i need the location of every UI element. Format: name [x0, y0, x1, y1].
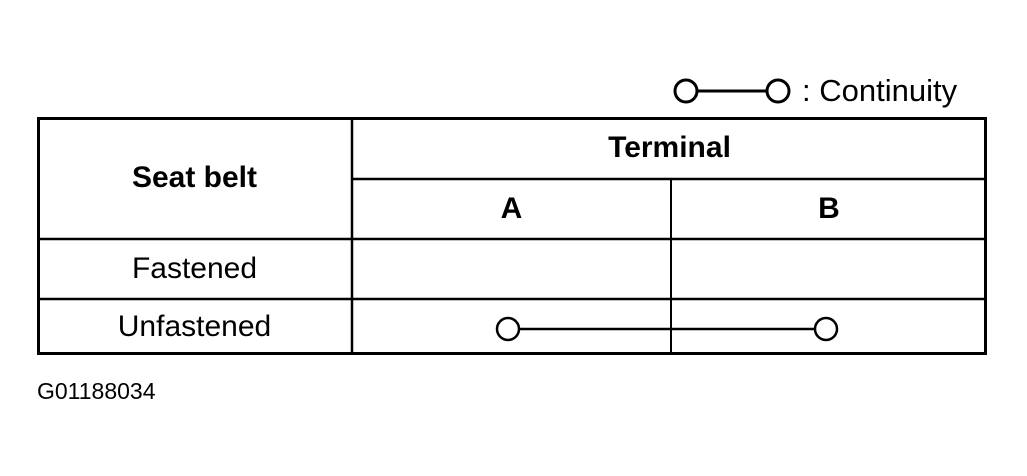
figure-code: G01188034 [37, 378, 156, 404]
table-grid [37, 117, 987, 355]
continuity-connection-unfastened [495, 316, 839, 342]
row-label-unfastened: Unfastened [117, 310, 272, 343]
continuity-symbol-icon [673, 78, 791, 104]
legend: : Continuity [672, 72, 957, 110]
row-header-seat-belt: Seat belt [131, 161, 258, 194]
group-header-terminal: Terminal [608, 131, 731, 164]
column-header-b: B [818, 192, 840, 225]
row-label-fastened: Fastened [131, 252, 258, 285]
continuity-table: Seat belt Terminal A B Fastened Unfasten… [37, 117, 987, 355]
column-header-a: A [500, 192, 523, 225]
legend-label: : Continuity [802, 73, 958, 108]
